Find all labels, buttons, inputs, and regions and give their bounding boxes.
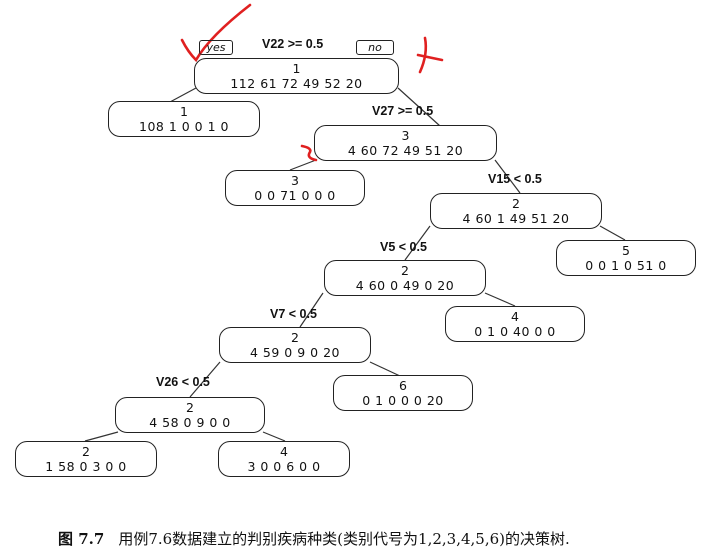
node-leaf-class6: 6 0 1 0 0 0 20 (333, 375, 473, 411)
yes-label: yes (199, 40, 233, 55)
edge-n2-leaf3 (289, 159, 317, 171)
node-class: 1 (180, 104, 188, 119)
node-counts: 4 59 0 9 0 20 (250, 345, 340, 360)
node-root: 1 112 61 72 49 52 20 (194, 58, 399, 94)
node-counts: 4 60 72 49 51 20 (347, 143, 464, 158)
node-counts: 4 60 0 49 0 20 (355, 278, 455, 293)
node-n4: 2 4 60 0 49 0 20 (324, 260, 486, 296)
node-class: 3 (291, 173, 299, 188)
red-check-mark (180, 3, 252, 63)
node-class: 2 (512, 196, 520, 211)
node-counts: 0 1 0 40 0 0 (474, 324, 556, 339)
node-leaf-class4b: 4 3 0 0 6 0 0 (218, 441, 350, 477)
caption-text: 用例7.6数据建立的判别疾病种类(类别代号为1,2,3,4,5,6)的决策树. (118, 530, 570, 548)
split-n3: V15 < 0.5 (488, 172, 542, 186)
figure-caption: 图 7.7 用例7.6数据建立的判别疾病种类(类别代号为1,2,3,4,5,6)的… (58, 528, 570, 549)
edge-n5-n6 (189, 361, 221, 398)
red-squiggle-mark (300, 144, 318, 162)
split-n6: V26 < 0.5 (156, 375, 210, 389)
node-leaf-class5: 5 0 0 1 0 51 0 (556, 240, 696, 276)
node-leaf-class3: 3 0 0 71 0 0 0 (225, 170, 365, 206)
node-counts: 4 60 1 49 51 20 (462, 211, 570, 226)
node-class: 4 (511, 309, 519, 324)
node-class: 6 (399, 378, 407, 393)
edge-n3-n4 (404, 225, 431, 261)
node-counts: 0 1 0 0 0 20 (362, 393, 444, 408)
node-class: 2 (82, 444, 90, 459)
edge-root-n2 (397, 87, 441, 127)
node-counts: 0 0 71 0 0 0 (254, 188, 336, 203)
node-class: 1 (292, 61, 301, 76)
node-class: 2 (291, 330, 299, 345)
red-cross-mark (416, 36, 444, 74)
node-class: 2 (401, 263, 409, 278)
node-n6: 2 4 58 0 9 0 0 (115, 397, 265, 433)
node-n2: 3 4 60 72 49 51 20 (314, 125, 497, 161)
node-n5: 2 4 59 0 9 0 20 (219, 327, 371, 363)
edge-n4-n5 (299, 292, 324, 328)
edge-n6-leaf4b (262, 431, 286, 442)
node-counts: 112 61 72 49 52 20 (230, 76, 363, 91)
node-counts: 108 1 0 0 1 0 (139, 119, 229, 134)
no-label: no (356, 40, 394, 55)
node-counts: 1 58 0 3 0 0 (45, 459, 127, 474)
node-n3: 2 4 60 1 49 51 20 (430, 193, 602, 229)
split-n5: V7 < 0.5 (270, 307, 317, 321)
edge-n2-n3 (494, 159, 521, 194)
node-counts: 4 58 0 9 0 0 (149, 415, 231, 430)
node-class: 3 (401, 128, 410, 143)
node-counts: 0 0 1 0 51 0 (585, 258, 667, 273)
node-class: 5 (622, 243, 630, 258)
figure-number: 图 7.7 (58, 530, 105, 548)
node-class: 2 (186, 400, 194, 415)
node-leaf-class4: 4 0 1 0 40 0 0 (445, 306, 585, 342)
split-n4: V5 < 0.5 (380, 240, 427, 254)
node-class: 4 (280, 444, 288, 459)
split-root: V22 >= 0.5 (262, 37, 324, 51)
node-leaf-class1: 1 108 1 0 0 1 0 (108, 101, 260, 137)
node-leaf-class2: 2 1 58 0 3 0 0 (15, 441, 157, 477)
edge-n3-leaf5 (599, 225, 626, 241)
node-counts: 3 0 0 6 0 0 (247, 459, 321, 474)
edge-n5-leaf6 (369, 361, 401, 377)
edge-n6-leaf2 (84, 431, 119, 442)
edge-root-leaf1 (169, 87, 197, 103)
edge-n4-leaf4 (484, 292, 516, 307)
split-n2: V27 >= 0.5 (372, 104, 434, 118)
